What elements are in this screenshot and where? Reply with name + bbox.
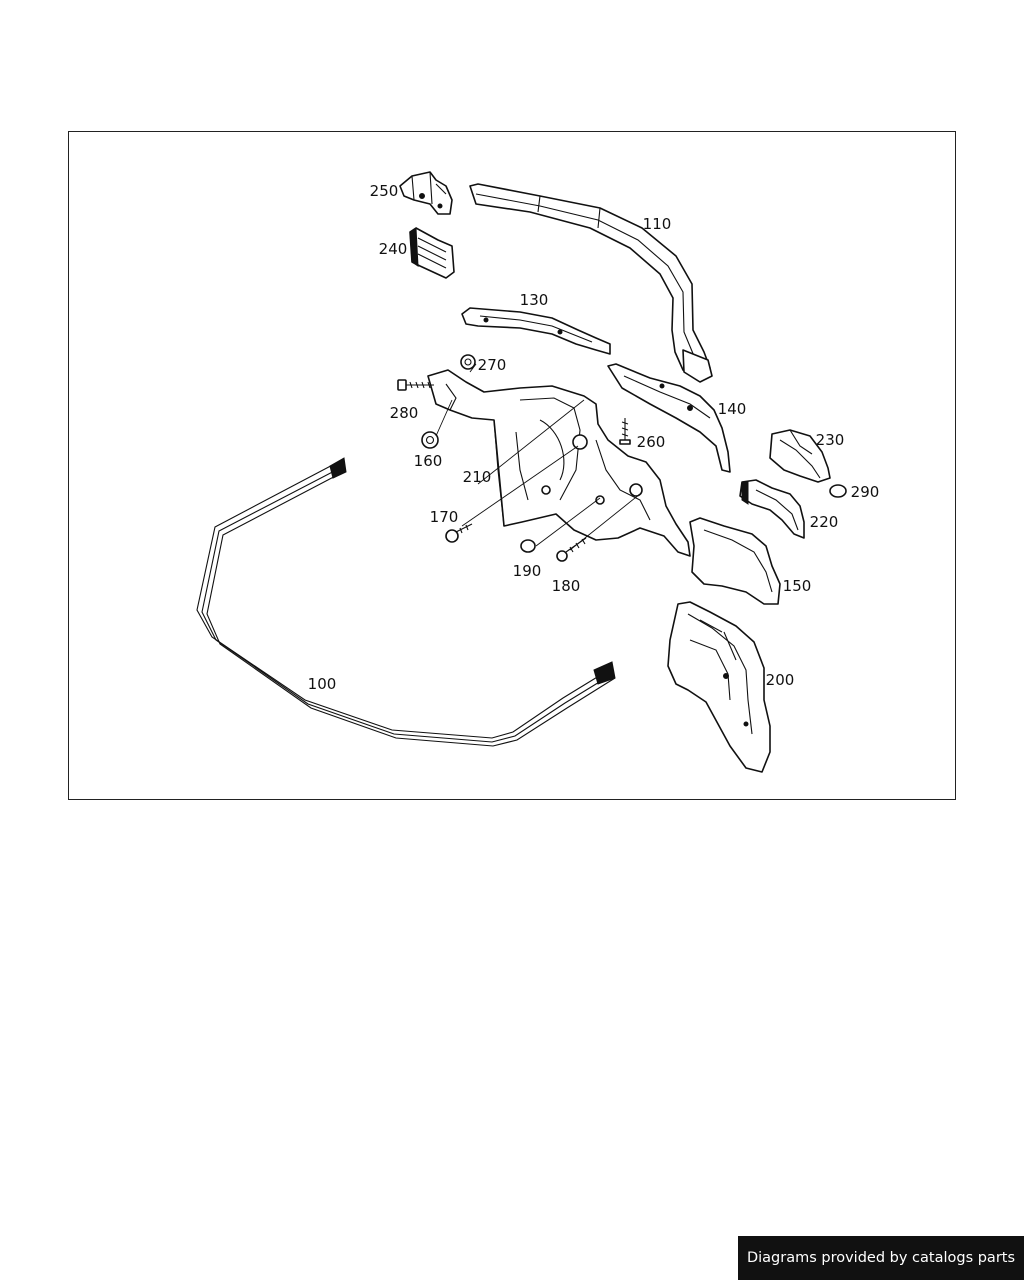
part-110-upper-rail[interactable] <box>469 183 713 383</box>
part-260-screw[interactable] <box>619 418 631 445</box>
part-210-wheelhouse-panel[interactable] <box>427 369 691 557</box>
part-220-bracket[interactable] <box>739 479 805 539</box>
part-160-nut[interactable] <box>421 431 439 449</box>
callout-250: 250 <box>370 182 399 200</box>
part-180-screw[interactable] <box>556 537 587 562</box>
callout-100: 100 <box>308 675 337 693</box>
callout-260: 260 <box>637 433 666 451</box>
part-250-bracket[interactable] <box>399 171 453 215</box>
part-270-nut[interactable] <box>460 354 476 370</box>
part-280-bolt[interactable] <box>397 379 434 391</box>
part-140-side-bracket[interactable] <box>607 363 731 473</box>
callout-210: 210 <box>463 468 492 486</box>
callout-110: 110 <box>643 215 672 233</box>
footer-credit-banner: Diagrams provided by catalogs parts <box>738 1236 1024 1280</box>
callout-280: 280 <box>390 404 419 422</box>
part-230-cover[interactable] <box>769 429 831 483</box>
part-190-washer[interactable] <box>520 539 536 553</box>
callout-230: 230 <box>816 431 845 449</box>
part-170-screw[interactable] <box>445 523 473 543</box>
callout-290: 290 <box>851 483 880 501</box>
part-130-reinforcement[interactable] <box>461 307 611 355</box>
part-240-clip[interactable] <box>409 227 455 279</box>
callout-140: 140 <box>718 400 747 418</box>
callout-150: 150 <box>783 577 812 595</box>
callout-200: 200 <box>766 671 795 689</box>
part-100-seal-strip[interactable] <box>196 457 616 747</box>
callout-160: 160 <box>414 452 443 470</box>
part-200-lower-panel[interactable] <box>667 601 771 773</box>
callout-170: 170 <box>430 508 459 526</box>
leader-lines <box>435 363 641 551</box>
part-150-trim-panel[interactable] <box>689 517 781 605</box>
callout-130: 130 <box>520 291 549 309</box>
callout-190: 190 <box>513 562 542 580</box>
callout-180: 180 <box>552 577 581 595</box>
part-290-plug[interactable] <box>829 484 847 498</box>
callout-220: 220 <box>810 513 839 531</box>
callout-labels: 100 110 130 140 150 160 170 180 190 200 … <box>308 182 880 693</box>
callout-240: 240 <box>379 240 408 258</box>
callout-270: 270 <box>478 356 507 374</box>
